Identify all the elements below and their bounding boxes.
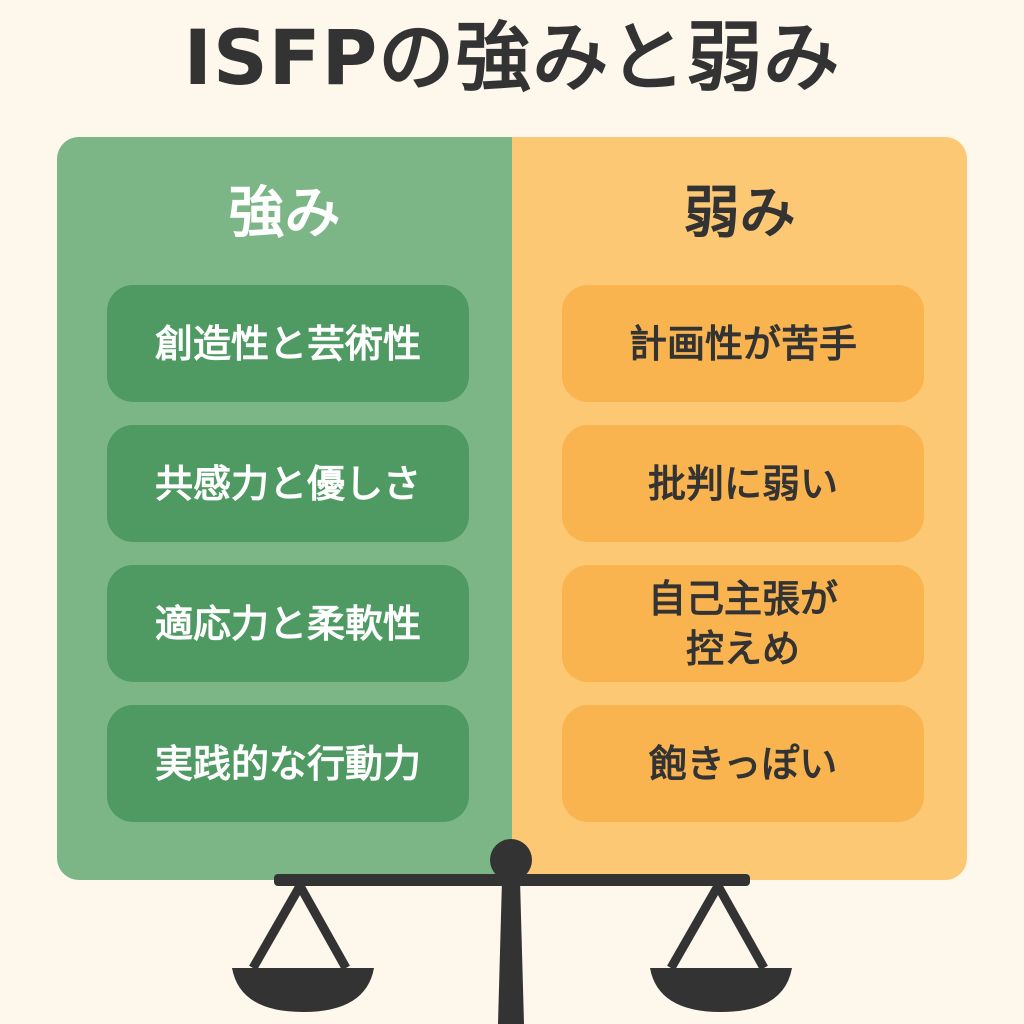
weakness-item: 自己主張が 控えめ — [562, 565, 924, 682]
strengths-panel: 強み 創造性と芸術性 共感力と優しさ 適応力と柔軟性 実践的な行動力 — [57, 137, 512, 880]
strengths-list: 創造性と芸術性 共感力と優しさ 適応力と柔軟性 実践的な行動力 — [107, 285, 469, 845]
right-pan-hanger — [667, 881, 768, 971]
comparison-board: 強み 創造性と芸術性 共感力と優しさ 適応力と柔軟性 実践的な行動力 弱み 計画… — [57, 137, 967, 880]
left-pan-hanger — [249, 881, 350, 971]
strength-item: 創造性と芸術性 — [107, 285, 469, 402]
weaknesses-heading: 弱み — [683, 181, 796, 246]
weakness-item: 計画性が苦手 — [562, 285, 924, 402]
weakness-item: 批判に弱い — [562, 425, 924, 542]
left-pan — [232, 968, 374, 1012]
page-title: ISFPの強みと弱み — [183, 13, 841, 102]
weaknesses-list: 計画性が苦手 批判に弱い 自己主張が 控えめ 飽きっぽい — [562, 285, 924, 845]
weakness-item: 飽きっぽい — [562, 705, 924, 822]
weaknesses-panel: 弱み 計画性が苦手 批判に弱い 自己主張が 控えめ 飽きっぽい — [512, 137, 967, 880]
strength-item: 共感力と優しさ — [107, 425, 469, 542]
strength-item: 適応力と柔軟性 — [107, 565, 469, 682]
scale-post — [498, 880, 524, 1024]
strengths-heading: 強み — [228, 181, 341, 246]
right-pan — [650, 968, 792, 1012]
strength-item: 実践的な行動力 — [107, 705, 469, 822]
